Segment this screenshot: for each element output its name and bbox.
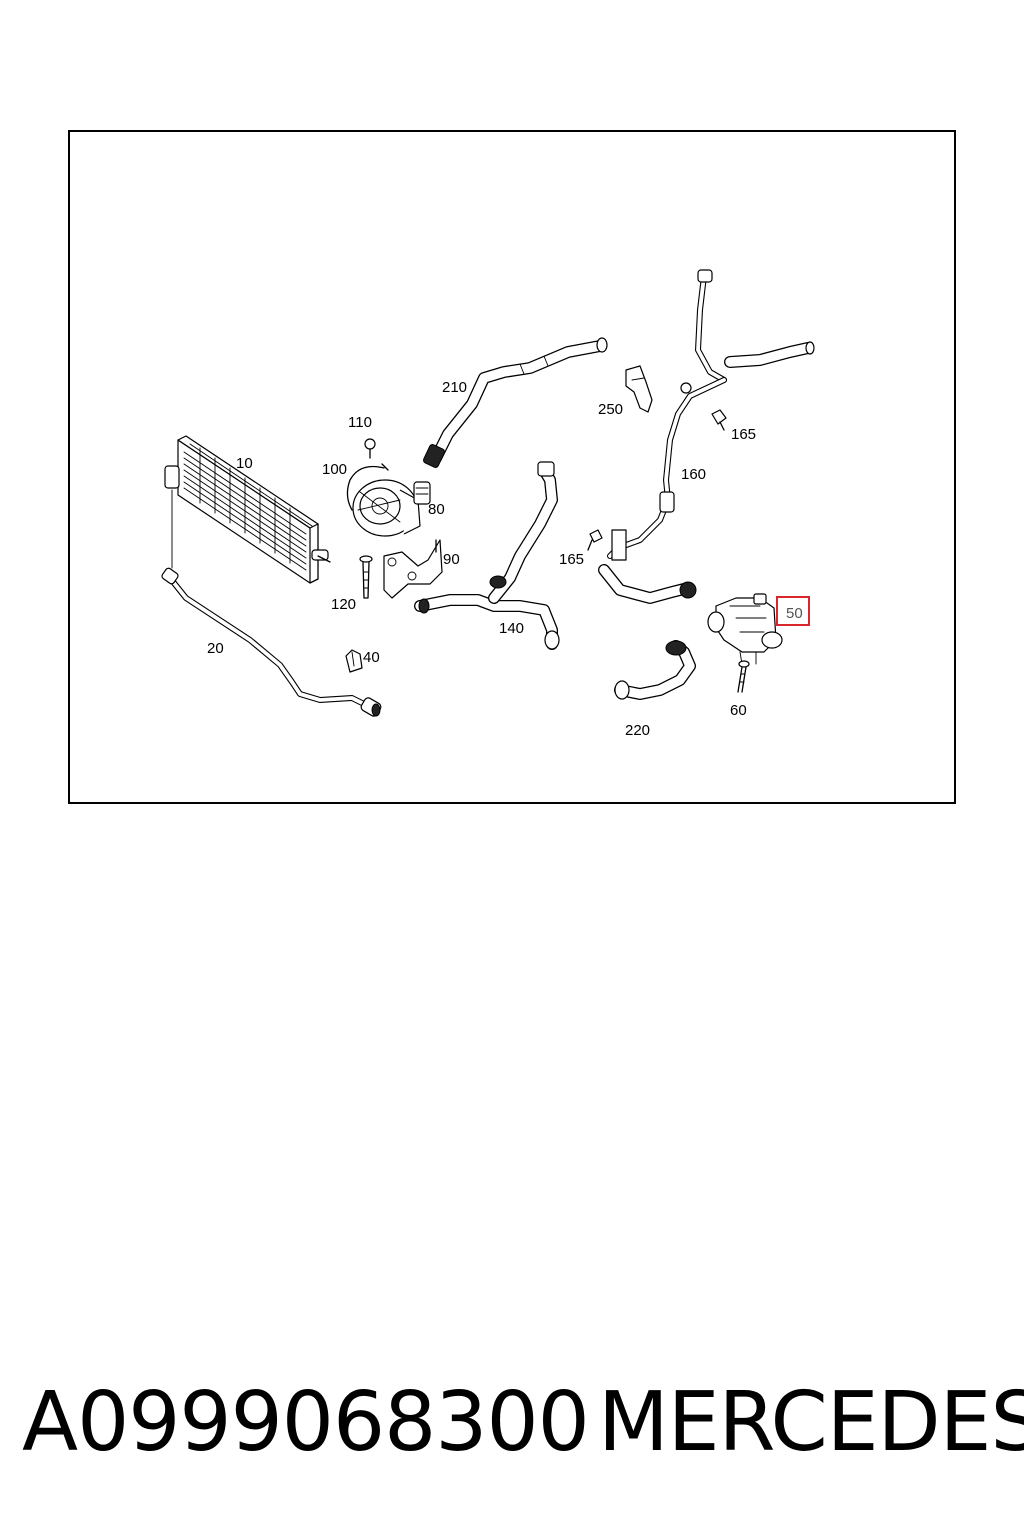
part-60-bolt[interactable] — [737, 660, 750, 693]
part-160-hose[interactable] — [598, 269, 815, 604]
label-110: 110 — [348, 414, 372, 431]
label-165-lower: 165 — [559, 551, 584, 568]
part-40-clip[interactable] — [345, 649, 363, 673]
part-number: A0999068300 — [22, 1375, 590, 1470]
part-20-pipe[interactable] — [161, 567, 382, 717]
part-210-hose[interactable] — [423, 337, 608, 468]
part-80-pump[interactable] — [352, 479, 431, 537]
part-110-bolt[interactable] — [364, 438, 376, 459]
part-120-bolt[interactable] — [359, 555, 373, 599]
part-140-hose[interactable] — [414, 461, 560, 650]
label-165-upper: 165 — [731, 426, 756, 443]
label-60: 60 — [730, 702, 747, 719]
label-20: 20 — [207, 640, 224, 657]
label-210: 210 — [442, 379, 467, 396]
label-160: 160 — [681, 466, 706, 483]
label-50: 50 — [786, 605, 803, 622]
part-90-bracket[interactable] — [383, 539, 443, 599]
part-50-thermostat[interactable] — [707, 593, 783, 665]
part-100-clamp[interactable] — [346, 463, 389, 511]
highlight-box-50 — [776, 596, 810, 626]
label-10: 10 — [236, 455, 253, 472]
footer-caption: A0999068300 MERCEDES — [0, 1368, 1024, 1478]
label-100: 100 — [322, 461, 347, 478]
label-220: 220 — [625, 722, 650, 739]
part-10-cooler[interactable] — [164, 435, 331, 584]
part-250-bracket[interactable] — [625, 365, 653, 413]
part-220-hose[interactable] — [614, 640, 696, 700]
label-80: 80 — [428, 501, 445, 518]
brand-name: MERCEDES — [598, 1375, 1024, 1470]
label-250: 250 — [598, 401, 623, 418]
part-165-screw-lower[interactable] — [587, 529, 603, 551]
label-140: 140 — [499, 620, 524, 637]
label-90: 90 — [443, 551, 460, 568]
part-165-screw-upper[interactable] — [711, 409, 727, 431]
label-120: 120 — [331, 596, 356, 613]
label-40: 40 — [363, 649, 380, 666]
